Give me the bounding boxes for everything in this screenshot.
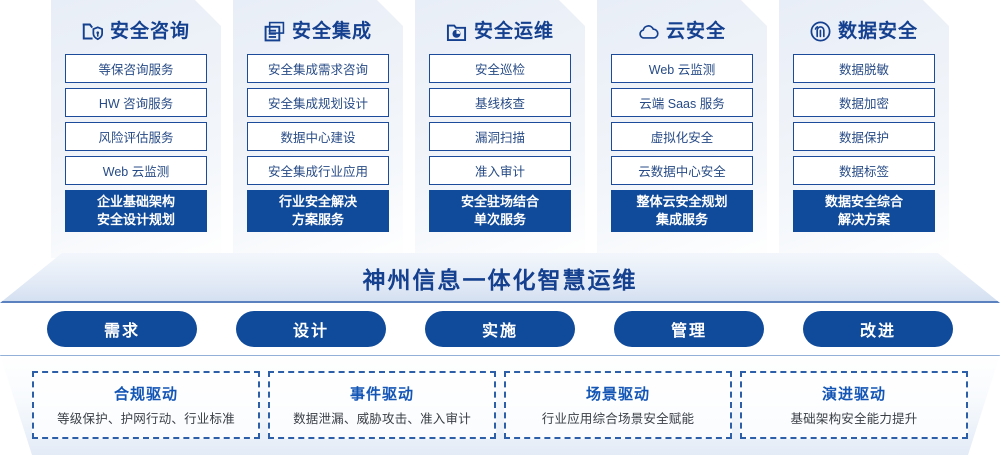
service-item[interactable]: 云数据中心安全 [611, 156, 753, 185]
phase-pill-implementation[interactable]: 实施 [425, 311, 575, 347]
pillar-title: 安全咨询 [109, 20, 190, 42]
platform-banner-title: 神州信息一体化智慧运维 [362, 267, 638, 293]
service-item[interactable]: 数据中心建设 [247, 122, 389, 151]
driver-card-compliance[interactable]: 合规驱动 等级保护、护网行动、行业标准 [32, 371, 260, 439]
pillar-highlight-line: 整体云安全规划 [636, 194, 728, 210]
pillar-highlight[interactable]: 行业安全解决 方案服务 [247, 190, 389, 232]
phase-pill-management[interactable]: 管理 [614, 311, 764, 347]
pillar-card-cloud-security[interactable]: 云安全 Web 云监测 云端 Saas 服务 虚拟化安全 云数据中心安全 整体云… [597, 0, 767, 258]
driver-title: 场景驱动 [585, 386, 650, 403]
pillar-header: 安全运维 [429, 14, 571, 48]
pillar-title: 安全集成 [291, 20, 372, 42]
service-item[interactable]: 安全集成行业应用 [247, 156, 389, 185]
pillar-highlight-line: 数据安全综合 [824, 194, 903, 210]
service-item[interactable]: 数据加密 [793, 88, 935, 117]
driver-description: 行业应用综合场景安全赋能 [541, 412, 695, 426]
service-item[interactable]: 准入审计 [429, 156, 571, 185]
driver-title: 合规驱动 [113, 386, 178, 403]
service-item[interactable]: 基线核查 [429, 88, 571, 117]
driver-card-row: 合规驱动 等级保护、护网行动、行业标准 事件驱动 数据泄漏、威胁攻击、准入审计 … [0, 355, 1000, 455]
service-item[interactable]: 数据保护 [793, 122, 935, 151]
pillar-highlight-line: 企业基础架构 [96, 194, 175, 210]
service-item[interactable]: 数据脱敏 [793, 54, 935, 83]
pillar-header: 云安全 [611, 14, 753, 48]
folder-shield-icon [82, 21, 103, 42]
driver-description: 等级保护、护网行动、行业标准 [57, 412, 235, 426]
phase-pill-design[interactable]: 设计 [236, 311, 386, 347]
pillar-highlight-line: 方案服务 [291, 212, 344, 227]
driver-description: 基础架构安全能力提升 [790, 412, 918, 426]
driver-title: 演进驱动 [821, 386, 886, 403]
cloud-icon [638, 21, 659, 42]
driver-section: 合规驱动 等级保护、护网行动、行业标准 事件驱动 数据泄漏、威胁攻击、准入审计 … [0, 355, 1000, 455]
phase-pill-improvement[interactable]: 改进 [803, 311, 953, 347]
platform-banner: 神州信息一体化智慧运维 [0, 253, 1000, 303]
pillar-header: 安全咨询 [65, 14, 207, 48]
pillar-card-security-integration[interactable]: 安全集成 安全集成需求咨询 安全集成规划设计 数据中心建设 安全集成行业应用 行… [233, 0, 403, 258]
pillar-card-security-operations[interactable]: 安全运维 安全巡检 基线核查 漏洞扫描 准入审计 安全驻场结合 单次服务 [415, 0, 585, 258]
service-item[interactable]: 云端 Saas 服务 [611, 88, 753, 117]
fingerprint-icon [810, 21, 831, 42]
phase-pill-requirements[interactable]: 需求 [47, 311, 197, 347]
pillar-title: 云安全 [665, 20, 726, 42]
folder-clock-icon [446, 21, 467, 42]
service-item[interactable]: Web 云监测 [65, 156, 207, 185]
service-item[interactable]: Web 云监测 [611, 54, 753, 83]
pillar-title: 数据安全 [837, 20, 918, 42]
pillar-highlight[interactable]: 安全驻场结合 单次服务 [429, 190, 571, 232]
driver-card-incident[interactable]: 事件驱动 数据泄漏、威胁攻击、准入审计 [268, 371, 496, 439]
pillar-highlight[interactable]: 数据安全综合 解决方案 [793, 190, 935, 232]
pillar-header: 安全集成 [247, 14, 389, 48]
pillar-title: 安全运维 [473, 20, 554, 42]
driver-card-scenario[interactable]: 场景驱动 行业应用综合场景安全赋能 [504, 371, 732, 439]
service-item[interactable]: 风险评估服务 [65, 122, 207, 151]
pillar-highlight-line: 安全设计规划 [96, 212, 175, 227]
phase-pill-row: 需求 设计 实施 管理 改进 [0, 311, 1000, 347]
pillar-highlight-line: 集成服务 [655, 212, 708, 227]
pillar-highlight[interactable]: 整体云安全规划 集成服务 [611, 190, 753, 232]
driver-description: 数据泄漏、威胁攻击、准入审计 [293, 412, 471, 426]
service-item[interactable]: 安全巡检 [429, 54, 571, 83]
service-item[interactable]: 数据标签 [793, 156, 935, 185]
stacked-documents-icon [264, 21, 285, 42]
driver-title: 事件驱动 [349, 386, 414, 403]
service-item[interactable]: 虚拟化安全 [611, 122, 753, 151]
pillar-highlight-line: 安全驻场结合 [460, 194, 539, 210]
service-item[interactable]: 安全集成需求咨询 [247, 54, 389, 83]
pillar-card-data-security[interactable]: 数据安全 数据脱敏 数据加密 数据保护 数据标签 数据安全综合 解决方案 [779, 0, 949, 258]
service-item[interactable]: 漏洞扫描 [429, 122, 571, 151]
driver-card-evolution[interactable]: 演进驱动 基础架构安全能力提升 [740, 371, 968, 439]
pillar-header: 数据安全 [793, 14, 935, 48]
pillar-highlight-line: 单次服务 [473, 212, 526, 227]
service-item[interactable]: HW 咨询服务 [65, 88, 207, 117]
pillar-highlight[interactable]: 企业基础架构 安全设计规划 [65, 190, 207, 232]
pillar-card-security-consulting[interactable]: 安全咨询 等保咨询服务 HW 咨询服务 风险评估服务 Web 云监测 企业基础架… [51, 0, 221, 258]
service-item[interactable]: 安全集成规划设计 [247, 88, 389, 117]
service-item[interactable]: 等保咨询服务 [65, 54, 207, 83]
pillar-card-row: 安全咨询 等保咨询服务 HW 咨询服务 风险评估服务 Web 云监测 企业基础架… [0, 0, 1000, 258]
pillar-highlight-line: 行业安全解决 [278, 194, 357, 210]
pillar-highlight-line: 解决方案 [837, 212, 890, 227]
